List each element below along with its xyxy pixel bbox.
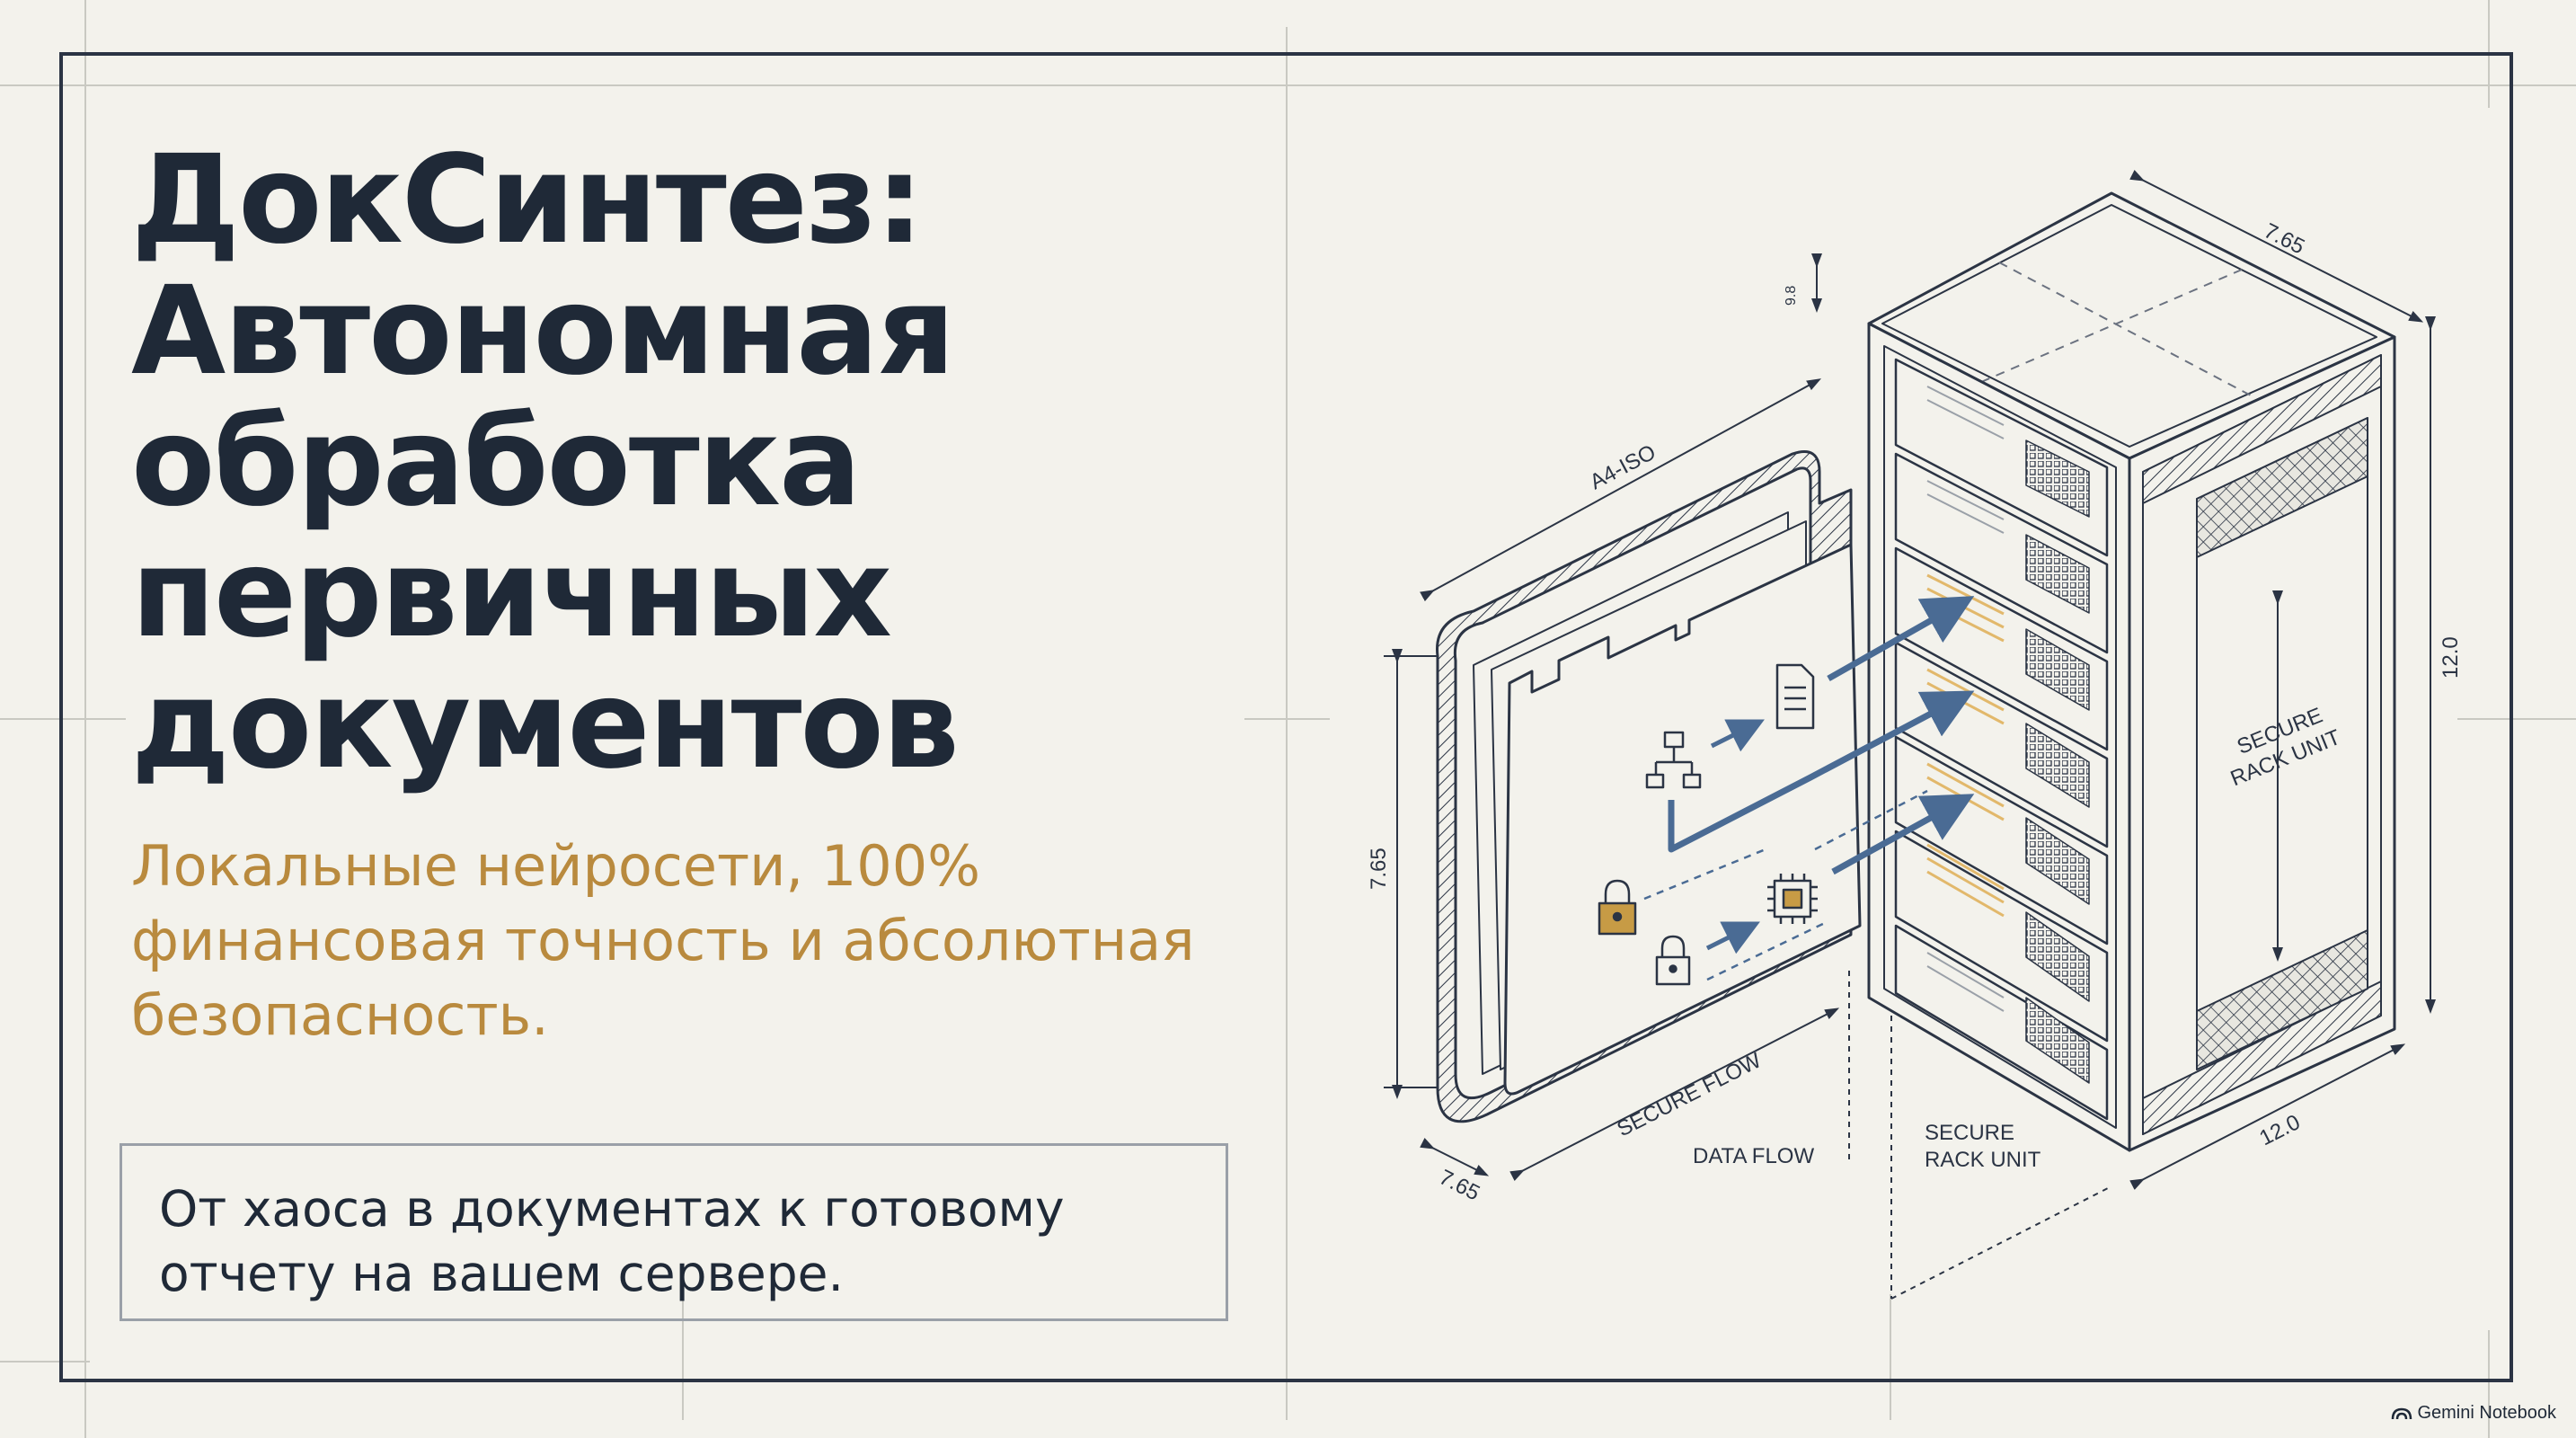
watermark: Gemini Notebook xyxy=(2391,1403,2556,1424)
label-dim-left: 7.65 xyxy=(1367,848,1391,890)
data-flow-arrows xyxy=(1668,596,1975,954)
label-secure-rack-unit: SECURE RACK UNIT xyxy=(1925,1121,2041,1172)
label-line: RACK UNIT xyxy=(1925,1148,2041,1172)
chip-icon xyxy=(1767,874,1818,924)
subtitle-line: Локальные нейросети, 100% xyxy=(131,833,981,899)
dimension-lines xyxy=(1384,170,2436,1300)
label-dim-small: 9.8 xyxy=(1784,286,1799,306)
subtitle: Локальные нейросети, 100% финансовая точ… xyxy=(131,829,1299,1052)
title-line: обработка xyxy=(131,392,862,534)
title-line: Автономная xyxy=(131,261,955,403)
tagline-line: отчету на вашем сервере. xyxy=(159,1245,844,1302)
label-dim-top: 7.65 xyxy=(2260,218,2308,259)
gemini-notebook-logo-icon xyxy=(2392,1407,2412,1419)
lock-icon xyxy=(1598,879,1637,936)
folder-icon xyxy=(1436,450,1862,1123)
label-dim-right: 12.0 xyxy=(2439,636,2463,679)
label-line: SECURE xyxy=(1925,1121,2014,1145)
tagline-line: От хаоса в документах к готовому xyxy=(159,1180,1065,1238)
label-dim-bottom-right: 12.0 xyxy=(2255,1110,2304,1150)
title-line: документов xyxy=(131,654,960,796)
label-data-flow: DATA FLOW xyxy=(1693,1144,1814,1168)
subtitle-line: финансовая точность и абсолютная xyxy=(131,908,1195,973)
watermark-text: Gemini Notebook xyxy=(2417,1403,2556,1423)
document-icon xyxy=(1775,663,1815,730)
label-dim-bottom-left: 7.65 xyxy=(1435,1165,1483,1205)
tagline-box: От хаоса в документах к готовому отчету … xyxy=(120,1143,1228,1321)
page-title: ДокСинтез: Автономная обработка первичны… xyxy=(131,135,1209,791)
title-line: ДокСинтез: xyxy=(131,129,924,271)
slide-frame xyxy=(59,52,2513,1382)
title-line: первичных xyxy=(131,523,892,665)
lock-icon xyxy=(1655,935,1691,986)
network-icon xyxy=(1645,731,1702,789)
server-rack-illustration: A4-ISO SECURE FLOW DATA FLOW SECURE RACK… xyxy=(1367,170,2463,1300)
subtitle-line: безопасность. xyxy=(131,982,549,1048)
label-secure-flow: SECURE FLOW xyxy=(1613,1048,1765,1141)
